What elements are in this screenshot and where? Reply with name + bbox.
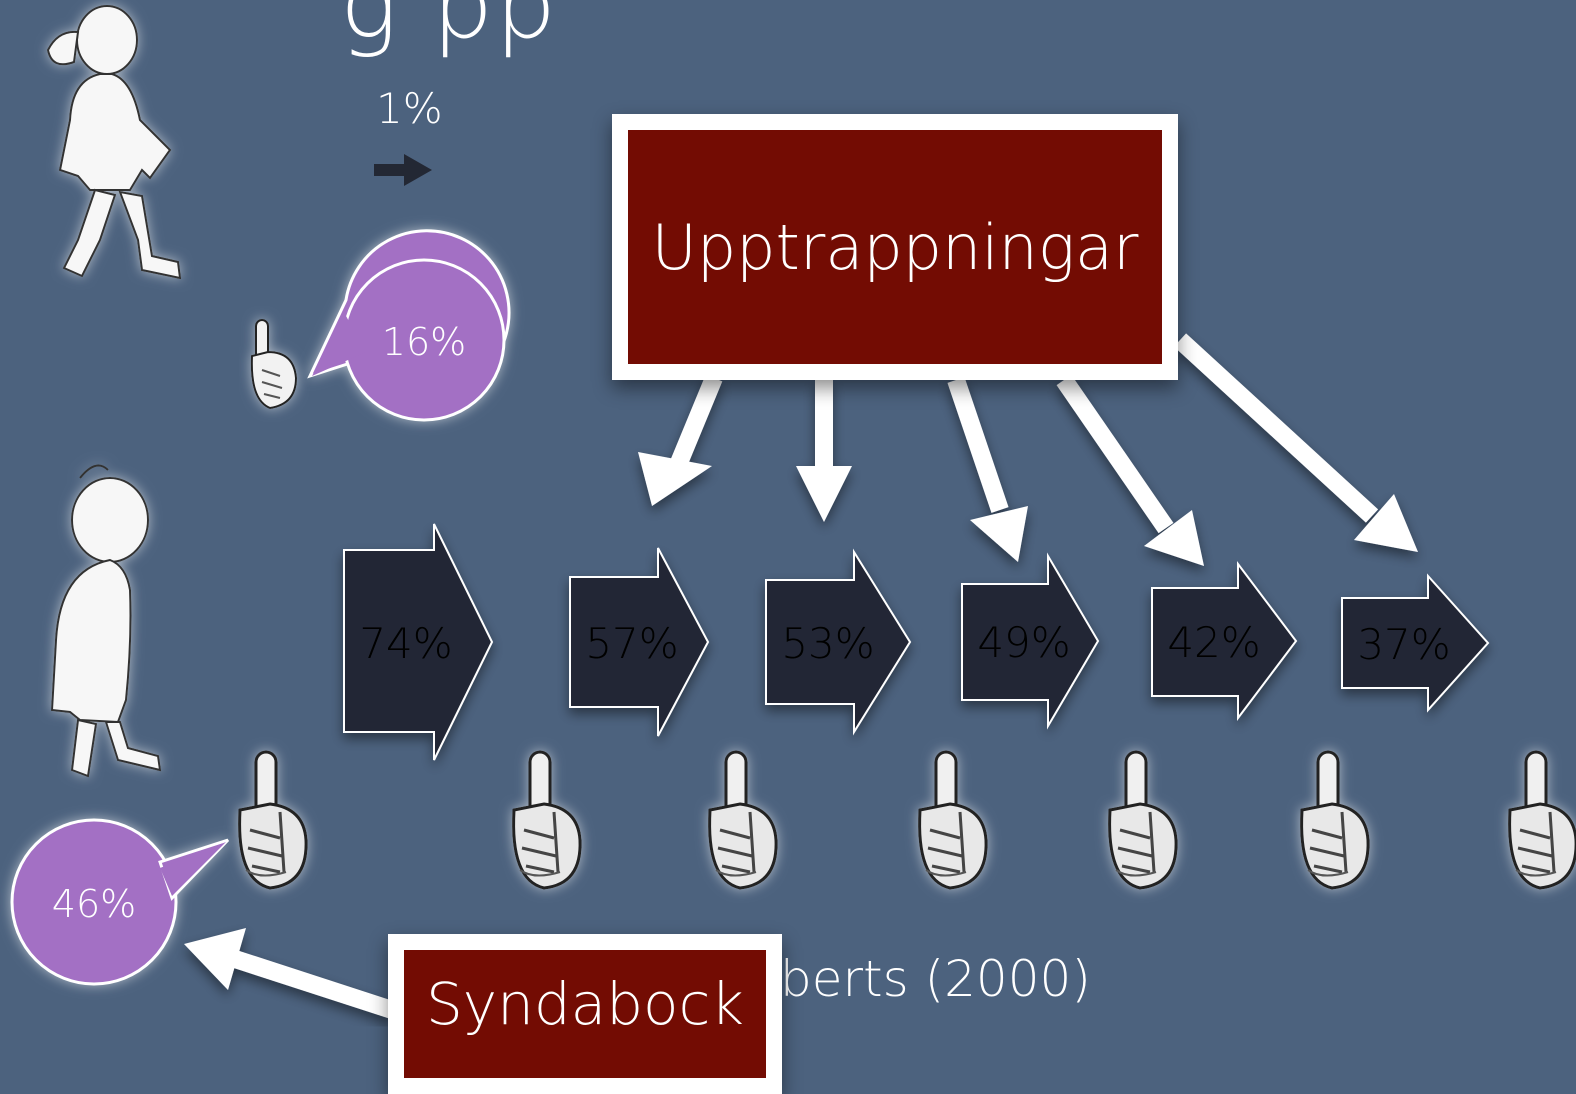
- step-arrow-5: [1151, 561, 1298, 721]
- escalation-arrow-5: [1173, 333, 1418, 552]
- bubble-top-text: 16%: [382, 320, 466, 364]
- citation-text: berts (2000): [780, 950, 1091, 1008]
- step-arrow-4: [961, 552, 1100, 730]
- bubble-top: [307, 229, 511, 422]
- escalations-callout: Upptrappningar: [612, 114, 1178, 380]
- pointing-hands-row: [238, 750, 1576, 890]
- scapegoat-callout-text: Syndabock: [425, 970, 745, 1038]
- step-arrow-2: [569, 547, 710, 737]
- scapegoat-callout: Syndabock: [388, 934, 782, 1094]
- initial-rate-label: 1%: [376, 84, 443, 133]
- pointing-hand-icon: [512, 750, 582, 890]
- pointing-hand-icon: [708, 750, 778, 890]
- escalation-arrow-3: [947, 377, 1028, 562]
- step-arrow-label-1: 74%: [359, 619, 452, 668]
- escalations-callout-text: Upptrappningar: [651, 210, 1139, 284]
- escalation-arrow-4: [1056, 374, 1204, 566]
- bubble-bottom-text: 46%: [52, 882, 136, 926]
- small-right-arrow-icon: [374, 154, 432, 186]
- step-arrow-label-6: 37%: [1357, 620, 1450, 669]
- pointing-hand-icon: [238, 750, 308, 890]
- slide-title: g pp: [340, 0, 558, 60]
- step-arrow-label-3: 53%: [781, 619, 874, 668]
- pointing-hand-small-icon: [250, 319, 298, 410]
- step-arrows: 74% 57% 53% 49% 42% 37%: [343, 523, 1490, 761]
- happy-girl-figure-icon: [46, 5, 182, 280]
- scapegoat-arrow: [184, 928, 395, 1019]
- step-arrow-6: [1341, 573, 1490, 713]
- step-arrow-label-2: 57%: [585, 619, 678, 668]
- pointing-hand-icon: [1108, 750, 1178, 890]
- bubble-bottom: [10, 818, 230, 986]
- step-arrow-3: [765, 548, 912, 736]
- pointing-hand-icon: [1300, 750, 1370, 890]
- escalation-arrow-1: [638, 374, 723, 506]
- sad-girl-figure-icon: [50, 464, 162, 778]
- step-arrow-label-5: 42%: [1167, 618, 1260, 667]
- step-arrow-label-4: 49%: [977, 618, 1070, 667]
- pointing-hand-icon: [918, 750, 988, 890]
- pointing-hand-icon: [1508, 750, 1576, 890]
- step-arrow-1: [343, 523, 494, 761]
- escalation-arrows: [638, 333, 1418, 566]
- escalation-arrow-2: [796, 380, 852, 522]
